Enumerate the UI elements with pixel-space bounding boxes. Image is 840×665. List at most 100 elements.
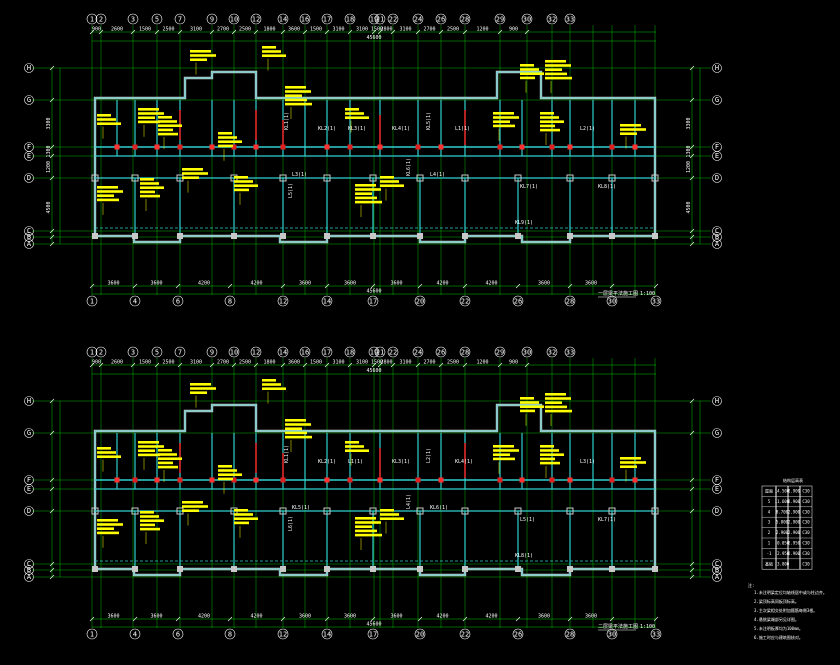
beam-annotation-mark [218,132,232,135]
beam-annotation-mark [380,180,399,183]
beam-label: KL2(1) [318,126,336,132]
beam-annotation-mark [182,505,208,508]
dim-top-value: 3100 [332,27,344,33]
beam-annotation-mark [218,469,237,472]
axis-label-left: E [27,152,31,160]
axis-bubble-right [712,151,722,161]
axis-bubble-right [712,396,722,406]
axis-label-top: 28 [461,348,469,356]
beam-annotation-mark [540,461,560,465]
level-table-cell: C30 [802,509,810,514]
axis-bubble-left [24,396,34,406]
level-table-cell: 2 [768,530,771,535]
dim-tick [515,616,521,622]
beam-annotation-mark [620,124,641,127]
dim-top-value: 3100 [356,360,368,366]
axis-label-top: 17 [323,15,331,23]
dim-bottom-value: 3600 [344,281,356,287]
axis-bubble-bottom [606,628,618,640]
beam-label: L2(1) [426,448,432,463]
beam-annotation-mark [355,521,381,524]
note-line: 3.主次梁相交处附加箍筋每侧3根。 [754,607,817,613]
beam-label: KL9(1) [515,220,533,226]
axis-bubble-bottom [512,628,524,640]
axis-bubble-bottom [224,295,236,307]
beam-annotation-mark [493,449,519,452]
beam-label: KL4(1) [392,126,410,132]
beam-annotation-mark [262,46,276,49]
dim-tick [689,175,695,181]
axis-bubble-left [24,484,34,494]
beam-annotation-mark [234,509,248,512]
level-table-cell: C30 [802,561,810,566]
beam-annotation-mark [140,178,154,181]
beam-annotation-mark [97,531,119,535]
beam-label: L5(1) [288,183,294,198]
beam-annotation-mark [190,391,207,394]
beam-annotation-mark [97,198,119,202]
beam-annotation-mark [97,194,114,197]
dim-tick [49,144,55,150]
beam-annotation-mark [140,527,160,531]
axis-label-bottom: 33 [652,297,660,305]
beam-annotation-mark [520,397,534,400]
dim-top-value: 3600 [288,27,300,33]
column-grey [280,566,286,572]
beam-annotation-mark [190,54,216,57]
beam-annotation-mark [97,447,111,450]
beam-annotation-mark [234,517,258,520]
axis-bubble-left [24,572,34,582]
beam-label: L4(1) [406,494,412,509]
level-table-cell: -2.950 [775,551,790,556]
axis-label-left: G [27,429,31,437]
dim-total-top: 45600 [366,368,381,374]
level-table-cell: 3 [768,520,771,525]
beam-label: L3(1) [292,172,307,178]
beam-annotation-mark [355,192,372,195]
dim-tick [438,29,444,35]
dim-tick [89,362,95,368]
column-red [377,477,383,483]
dim-bottom-value: 4200 [198,281,210,287]
column-red [609,144,615,150]
column-red [497,477,503,483]
plan2-title: 二层梁平法施工图 [598,623,638,630]
axis-label-left: F [27,143,31,151]
beam-label: KL6(1) [430,505,448,511]
axis-label-left: D [27,507,31,515]
beam-annotation-mark [158,132,178,136]
axis-label-top: 9 [210,348,214,356]
column-red [154,477,160,483]
dim-tick [49,398,55,404]
level-table-cell: 基础 [765,560,773,566]
axis-label-top: 14 [279,15,287,23]
dim-tick [689,508,695,514]
beam-annotation-mark [218,465,232,468]
axis-label-left: B [27,233,31,241]
axis-label-top: 33 [566,348,574,356]
dim-bottom-value: 3600 [107,614,119,620]
axis-bubble-top [344,13,356,25]
column-red [209,477,215,483]
beam-annotation-mark [138,453,160,457]
dim-tick [689,153,695,159]
beam-annotation-mark [545,64,571,67]
building-outline [93,70,657,244]
dim-bottom-value: 3600 [390,281,402,287]
dim-tick [417,616,423,622]
dim-tick [462,362,468,368]
axis-bubble-left [24,428,34,438]
dim-tick [227,616,233,622]
notes-block: 注: 1.未注明梁定位均轴线居中或与柱边齐。2.梁顶标高同板顶标高。3.主次梁相… [748,582,827,640]
column-grey [652,233,658,239]
dim-tick [689,561,695,567]
axis-label-top: 7 [178,348,182,356]
column-outline [323,507,331,515]
level-table-cell: -0.050 [775,541,790,546]
axis-label-bottom: 26 [514,297,522,305]
dim-tick [89,616,95,622]
dim-bottom-value: 3600 [390,614,402,620]
axis-bubble-top [151,346,163,358]
dim-bottom-value: 3600 [538,281,550,287]
axis-bubble-top [546,13,558,25]
